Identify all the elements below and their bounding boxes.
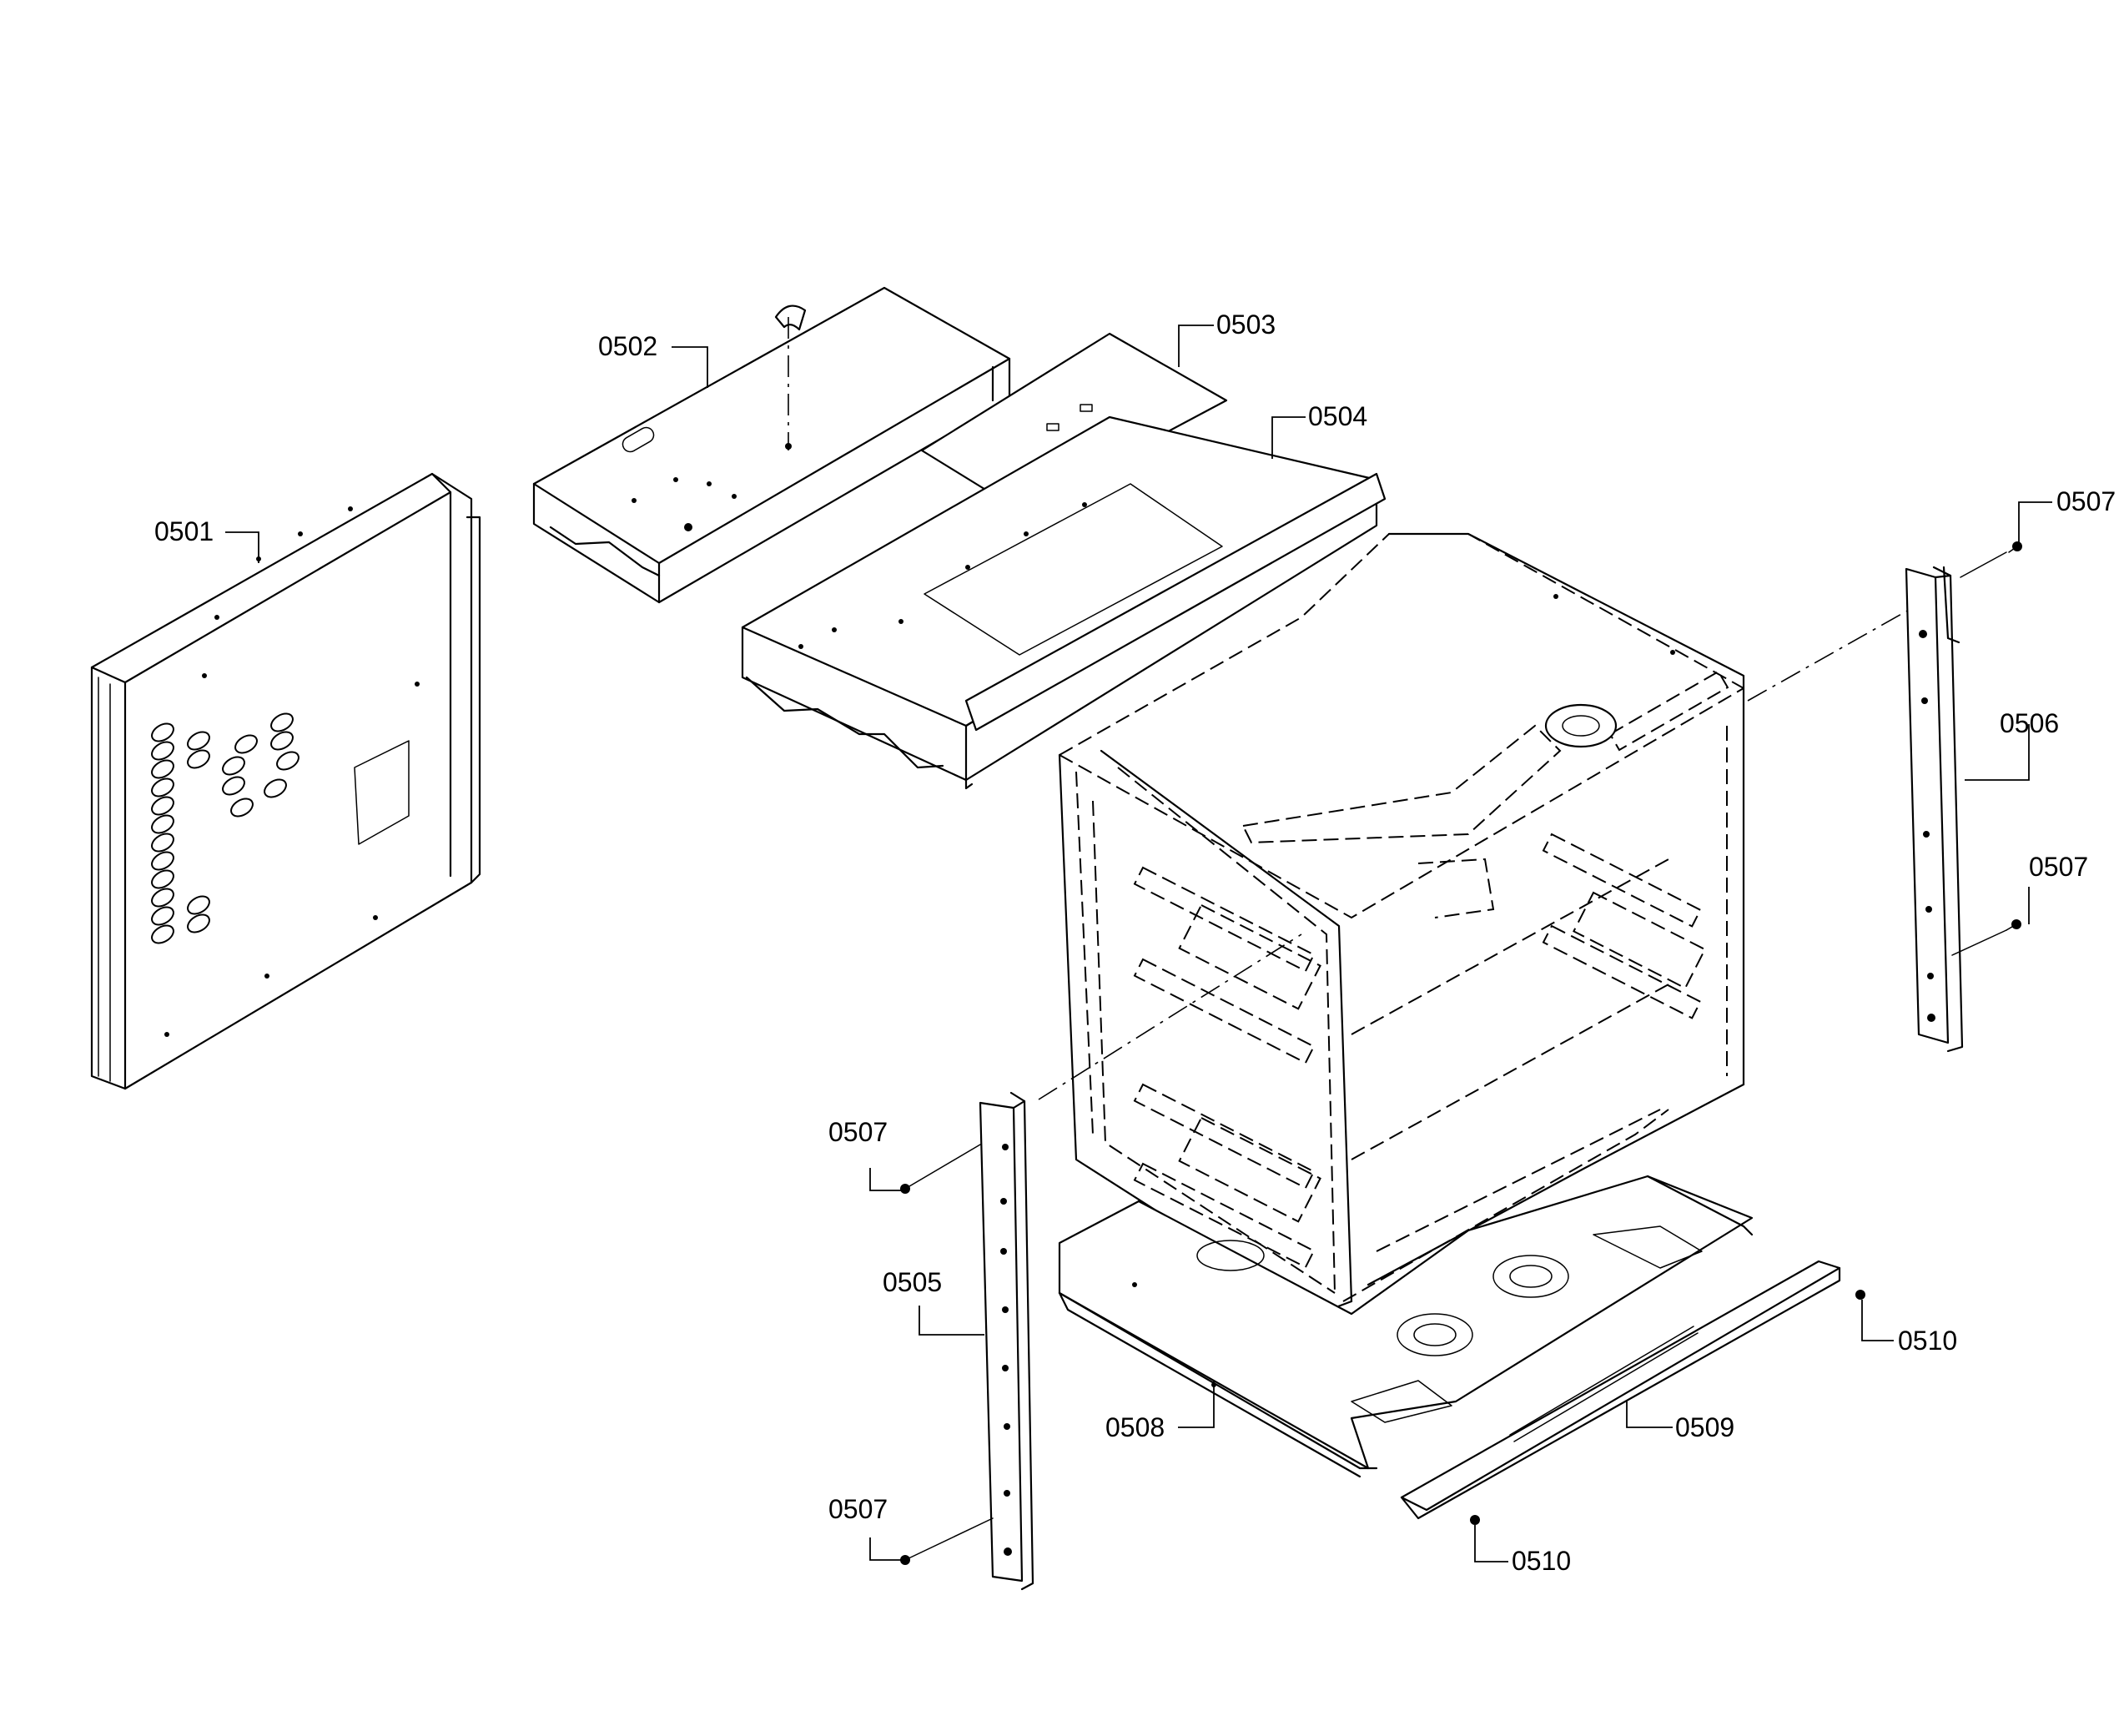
callout-0502: 0502 [598,331,657,361]
part-0505-left-rail [979,1091,1034,1591]
part-0501-side-panel [90,472,481,1090]
screw-icon [900,1144,981,1194]
screw-icon [1470,1515,1480,1525]
callout-0507: 0507 [828,1117,888,1147]
callout-0506: 0506 [2000,708,2059,738]
rack-rails [1133,670,1729,1269]
callout-0503: 0503 [1216,309,1276,340]
leader-lines [225,325,2052,1562]
oven-cavity [1058,532,1745,1316]
callout-0510: 0510 [1898,1326,1957,1356]
alignment-line [1747,608,1911,702]
callout-0501: 0501 [154,516,214,546]
callout-0507: 0507 [828,1494,888,1524]
callout-0505: 0505 [883,1267,942,1297]
callout-0507: 0507 [2029,852,2088,882]
part-0504-top-frame [741,415,1387,790]
part-0506-right-rail [1905,566,1964,1053]
alignment-line [1038,933,1302,1100]
callout-0504: 0504 [1308,401,1367,431]
vent-slots [151,712,299,944]
screw-icon [900,1517,994,1565]
part-0509-front-trim [1400,1260,1841,1520]
callout-0507: 0507 [2056,486,2116,516]
screw-icon [1855,1290,1865,1300]
screw-icon [2008,541,2022,553]
callout-0508: 0508 [1105,1412,1165,1442]
callout-0510: 0510 [1512,1546,1571,1576]
part-0508-bottom-panel [1058,1175,1754,1478]
screw-icon [2006,919,2021,931]
callout-0509: 0509 [1675,1412,1734,1442]
